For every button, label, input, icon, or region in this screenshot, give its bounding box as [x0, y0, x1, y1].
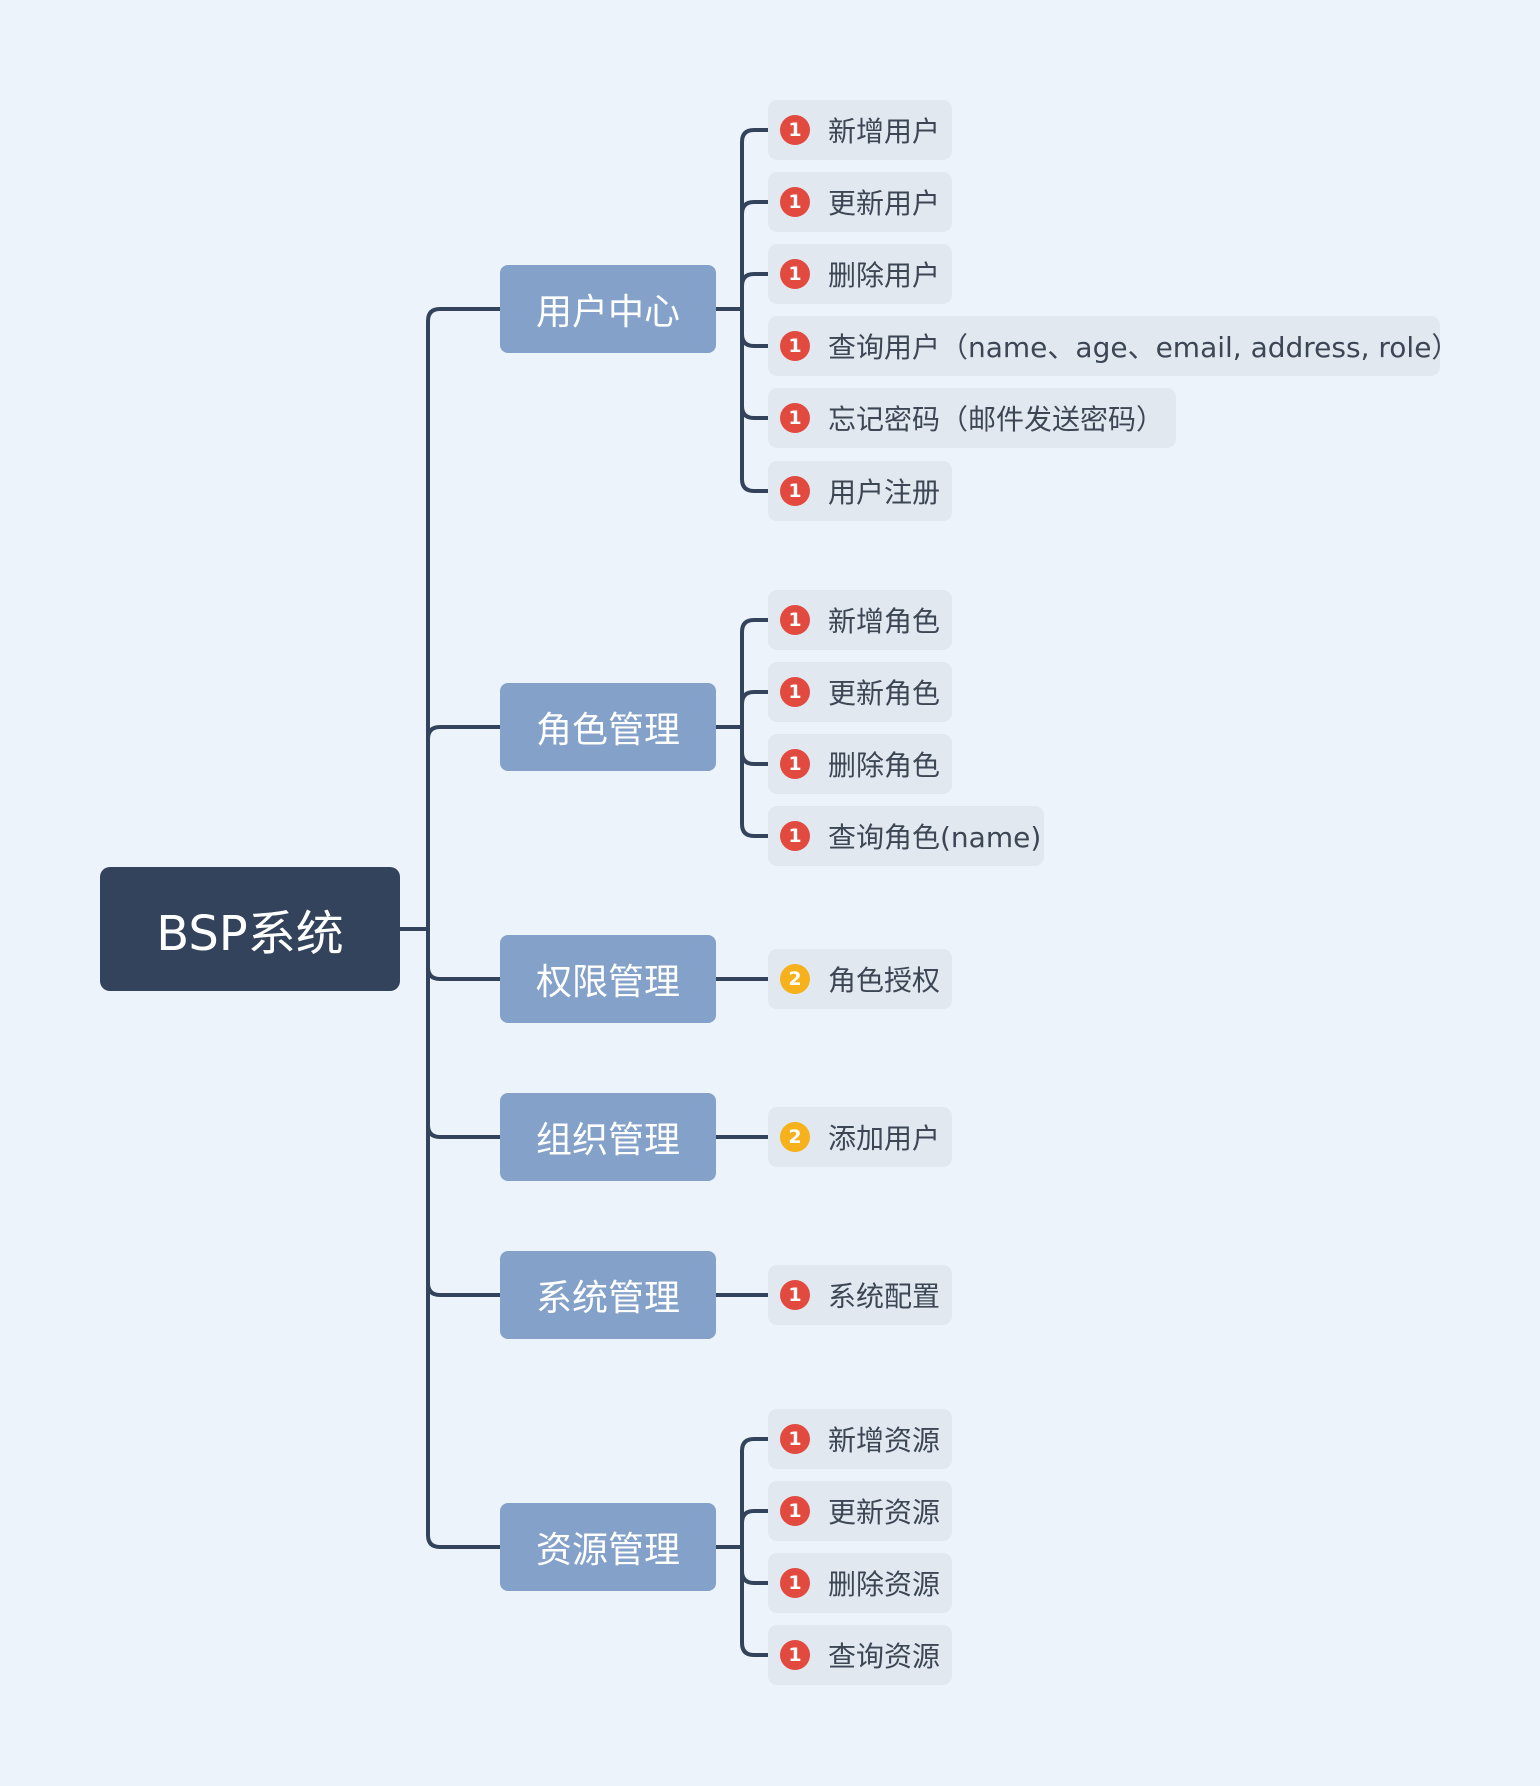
priority-1-icon: 1: [780, 403, 810, 433]
root-branch-connector: [398, 927, 502, 1139]
leaf-label: 添加用户: [828, 1122, 941, 1155]
priority-1-icon: 1: [780, 1568, 810, 1598]
leaf-label: 删除资源: [828, 1568, 941, 1601]
priority-1-icon: 1: [780, 115, 810, 145]
leaf-node[interactable]: 2 添加用户: [768, 1107, 952, 1167]
branch-node[interactable]: 资源管理: [500, 1503, 716, 1591]
priority-1-icon: 1: [780, 1280, 810, 1310]
priority-2-icon: 2: [780, 964, 810, 994]
root-branch-connector: [398, 927, 502, 981]
root-branch-connector: [398, 307, 502, 931]
leaf-label: 更新角色: [828, 677, 941, 710]
leaf-node[interactable]: 2 角色授权: [768, 949, 952, 1009]
priority-1-icon: 1: [780, 821, 810, 851]
priority-1-icon: 1: [780, 749, 810, 779]
branch-leaf-connector: [714, 128, 770, 311]
branch-label: 组织管理: [535, 1120, 680, 1161]
priority-1-icon: 1: [780, 677, 810, 707]
priority-1-icon: 1: [780, 1640, 810, 1670]
leaf-node[interactable]: 1 系统配置: [768, 1265, 952, 1325]
leaf-label: 新增用户: [828, 115, 941, 148]
leaf-node[interactable]: 1 用户注册: [768, 461, 952, 521]
root-branch-connector: [398, 725, 502, 931]
leaf-node[interactable]: 1 删除资源: [768, 1553, 952, 1613]
branch-label: 权限管理: [535, 962, 680, 1003]
leaf-label: 查询资源: [828, 1640, 941, 1673]
priority-1-icon: 1: [780, 259, 810, 289]
branch-label: 用户中心: [535, 292, 680, 333]
branch-node[interactable]: 系统管理: [500, 1251, 716, 1339]
leaf-label: 删除角色: [828, 749, 941, 782]
leaf-label: 用户注册: [828, 476, 941, 509]
leaf-label: 系统配置: [828, 1280, 941, 1313]
leaf-node[interactable]: 1 新增资源: [768, 1409, 952, 1469]
leaf-label: 新增角色: [828, 605, 941, 638]
leaf-node[interactable]: 1 更新资源: [768, 1481, 952, 1541]
leaf-label: 更新资源: [828, 1496, 941, 1529]
priority-2-icon: 2: [780, 1122, 810, 1152]
root-branch-connector: [398, 927, 502, 1297]
priority-1-icon: 1: [780, 476, 810, 506]
root-label: BSP系统: [156, 906, 344, 962]
leaf-node[interactable]: 1 新增角色: [768, 590, 952, 650]
priority-1-icon: 1: [780, 1424, 810, 1454]
branch-leaf-connector: [714, 725, 770, 838]
leaf-node[interactable]: 1 忘记密码（邮件发送密码）: [768, 388, 1176, 448]
root-node[interactable]: BSP系统: [100, 867, 400, 991]
branch-leaf-connector: [714, 307, 770, 493]
branch-leaf-connector: [714, 200, 770, 311]
leaf-node[interactable]: 1 删除用户: [768, 244, 952, 304]
branch-leaf-connector: [714, 272, 770, 311]
branch-node[interactable]: 用户中心: [500, 265, 716, 353]
branch-label: 角色管理: [535, 710, 680, 751]
priority-1-icon: 1: [780, 187, 810, 217]
leaf-node[interactable]: 1 更新用户: [768, 172, 952, 232]
branch-leaf-connector: [714, 1509, 770, 1549]
leaf-label: 忘记密码（邮件发送密码）: [828, 403, 1165, 436]
branch-leaf-connector: [714, 690, 770, 729]
leaf-node[interactable]: 1 查询用户（name、age、email, address, role）: [768, 316, 1459, 376]
branch-label: 资源管理: [535, 1530, 680, 1571]
priority-1-icon: 1: [780, 605, 810, 635]
branch-node[interactable]: 权限管理: [500, 935, 716, 1023]
leaf-label: 新增资源: [828, 1424, 941, 1457]
leaf-label: 查询用户（name、age、email, address, role）: [828, 331, 1460, 364]
branch-node[interactable]: 角色管理: [500, 683, 716, 771]
root-branch-connector: [398, 927, 502, 1549]
leaf-label: 角色授权: [828, 964, 941, 997]
priority-1-icon: 1: [780, 331, 810, 361]
leaf-node[interactable]: 1 删除角色: [768, 734, 952, 794]
branch-node[interactable]: 组织管理: [500, 1093, 716, 1181]
priority-1-icon: 1: [780, 1496, 810, 1526]
leaf-node[interactable]: 1 查询角色(name): [768, 806, 1044, 866]
leaf-node[interactable]: 1 查询资源: [768, 1625, 952, 1685]
leaf-label: 删除用户: [828, 259, 941, 292]
branch-label: 系统管理: [535, 1278, 680, 1319]
branch-leaf-connector: [714, 1437, 770, 1549]
leaf-node[interactable]: 1 新增用户: [768, 100, 952, 160]
branch-leaf-connector: [714, 618, 770, 729]
branch-leaf-connector: [714, 1545, 770, 1657]
leaf-label: 更新用户: [828, 187, 941, 220]
leaf-node[interactable]: 1 更新角色: [768, 662, 952, 722]
leaf-label: 查询角色(name): [828, 821, 1042, 854]
